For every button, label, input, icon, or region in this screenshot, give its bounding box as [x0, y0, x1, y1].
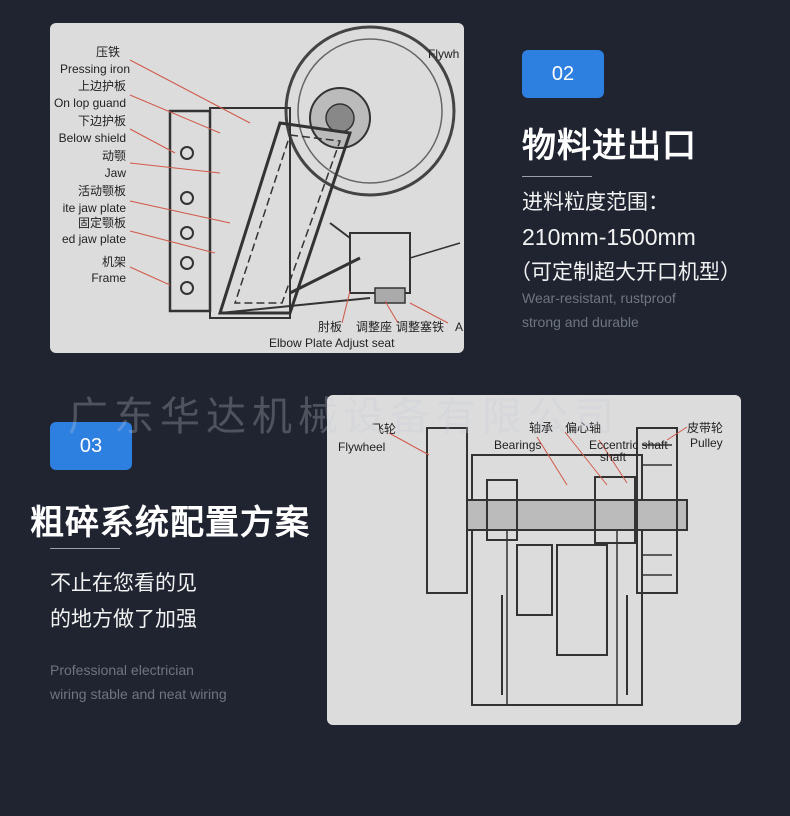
- jaw-crusher-diagram: 压铁 Pressing iron 上边护板 On lop guand 下边护板 …: [50, 23, 464, 353]
- label-bottom-shield-en: Below shield: [59, 131, 126, 145]
- badge-02: 02: [522, 50, 604, 98]
- label-movable-jaw-plate-en: ite jaw plate: [63, 201, 127, 215]
- label-adjust-seat-cn: 调整座: [356, 319, 392, 334]
- badge-03: 03: [50, 422, 132, 470]
- section3-line1: 不止在您看的见: [50, 571, 197, 595]
- label-top-guard-cn: 上边护板: [78, 79, 126, 93]
- company-watermark: 广东华达机械设备有限公司: [68, 394, 620, 440]
- jaw-crusher-drawing: 压铁 Pressing iron 上边护板 On lop guand 下边护板 …: [54, 25, 463, 350]
- label-flywheel-en: Flywheel: [338, 440, 385, 454]
- label-pressing-iron-en: Pressing iron: [60, 62, 130, 76]
- label-bottom-en: Elbow Plate Adjust seat: [269, 336, 395, 350]
- section2-en1: Wear-resistant, rustproof: [522, 290, 676, 306]
- label-frame-cn: 机架: [102, 255, 126, 269]
- section3-title: 粗碎系统配置方案: [30, 503, 310, 543]
- label-fixed-jaw-plate-cn: 固定颚板: [78, 215, 126, 230]
- crusher-side-drawing: 飞轮 Flywheel 轴承 Bearings 偏心轴 Eccentric sh…: [338, 420, 723, 706]
- section3-en1: Professional electrician: [50, 662, 194, 678]
- section3-en2: wiring stable and neat wiring: [50, 686, 227, 702]
- label-fixed-jaw-plate-en: ed jaw plate: [62, 232, 126, 246]
- label-right-letter: A: [455, 320, 463, 334]
- label-pulley-en: Pulley: [690, 436, 723, 450]
- label-flywheel: Flywh: [428, 47, 459, 61]
- label-shaft-en2: shaft: [600, 450, 627, 464]
- label-frame-en: Frame: [91, 271, 126, 285]
- section2-line2: 210mm-1500mm: [522, 224, 696, 250]
- label-bearings-cn: 轴承: [529, 420, 553, 435]
- section3-divider: [50, 548, 120, 549]
- section2-line3: （可定制超大开口机型）: [510, 260, 741, 284]
- label-pulley-cn: 皮带轮: [687, 421, 723, 435]
- label-pressing-iron-cn: 压铁: [96, 45, 120, 59]
- crusher-side-view-diagram: 飞轮 Flywheel 轴承 Bearings 偏心轴 Eccentric sh…: [327, 395, 741, 725]
- label-movable-jaw-plate-cn: 活动颚板: [78, 184, 126, 198]
- label-bearings-en: Bearings: [494, 438, 541, 452]
- label-shaft-en: Eccentric shaft: [589, 438, 668, 452]
- section2-line1: 进料粒度范围：: [522, 190, 669, 214]
- label-top-guard-en: On lop guand: [54, 96, 126, 110]
- label-jaw-en: Jaw: [105, 166, 127, 180]
- section2-divider: [522, 176, 592, 177]
- section2-en2: strong and durable: [522, 314, 639, 330]
- label-adjust-wedge-cn: 调整塞铁: [396, 319, 444, 334]
- section3-line2: 的地方做了加强: [50, 607, 197, 631]
- label-shaft-cn: 偏心轴: [565, 420, 601, 435]
- label-bottom-shield-cn: 下边护板: [78, 114, 126, 128]
- label-flywheel-cn: 飞轮: [372, 422, 396, 436]
- label-jaw-cn: 动颚: [102, 149, 126, 163]
- section2-title: 物料进出口: [522, 126, 697, 166]
- label-elbow-plate-cn: 肘板: [318, 319, 342, 334]
